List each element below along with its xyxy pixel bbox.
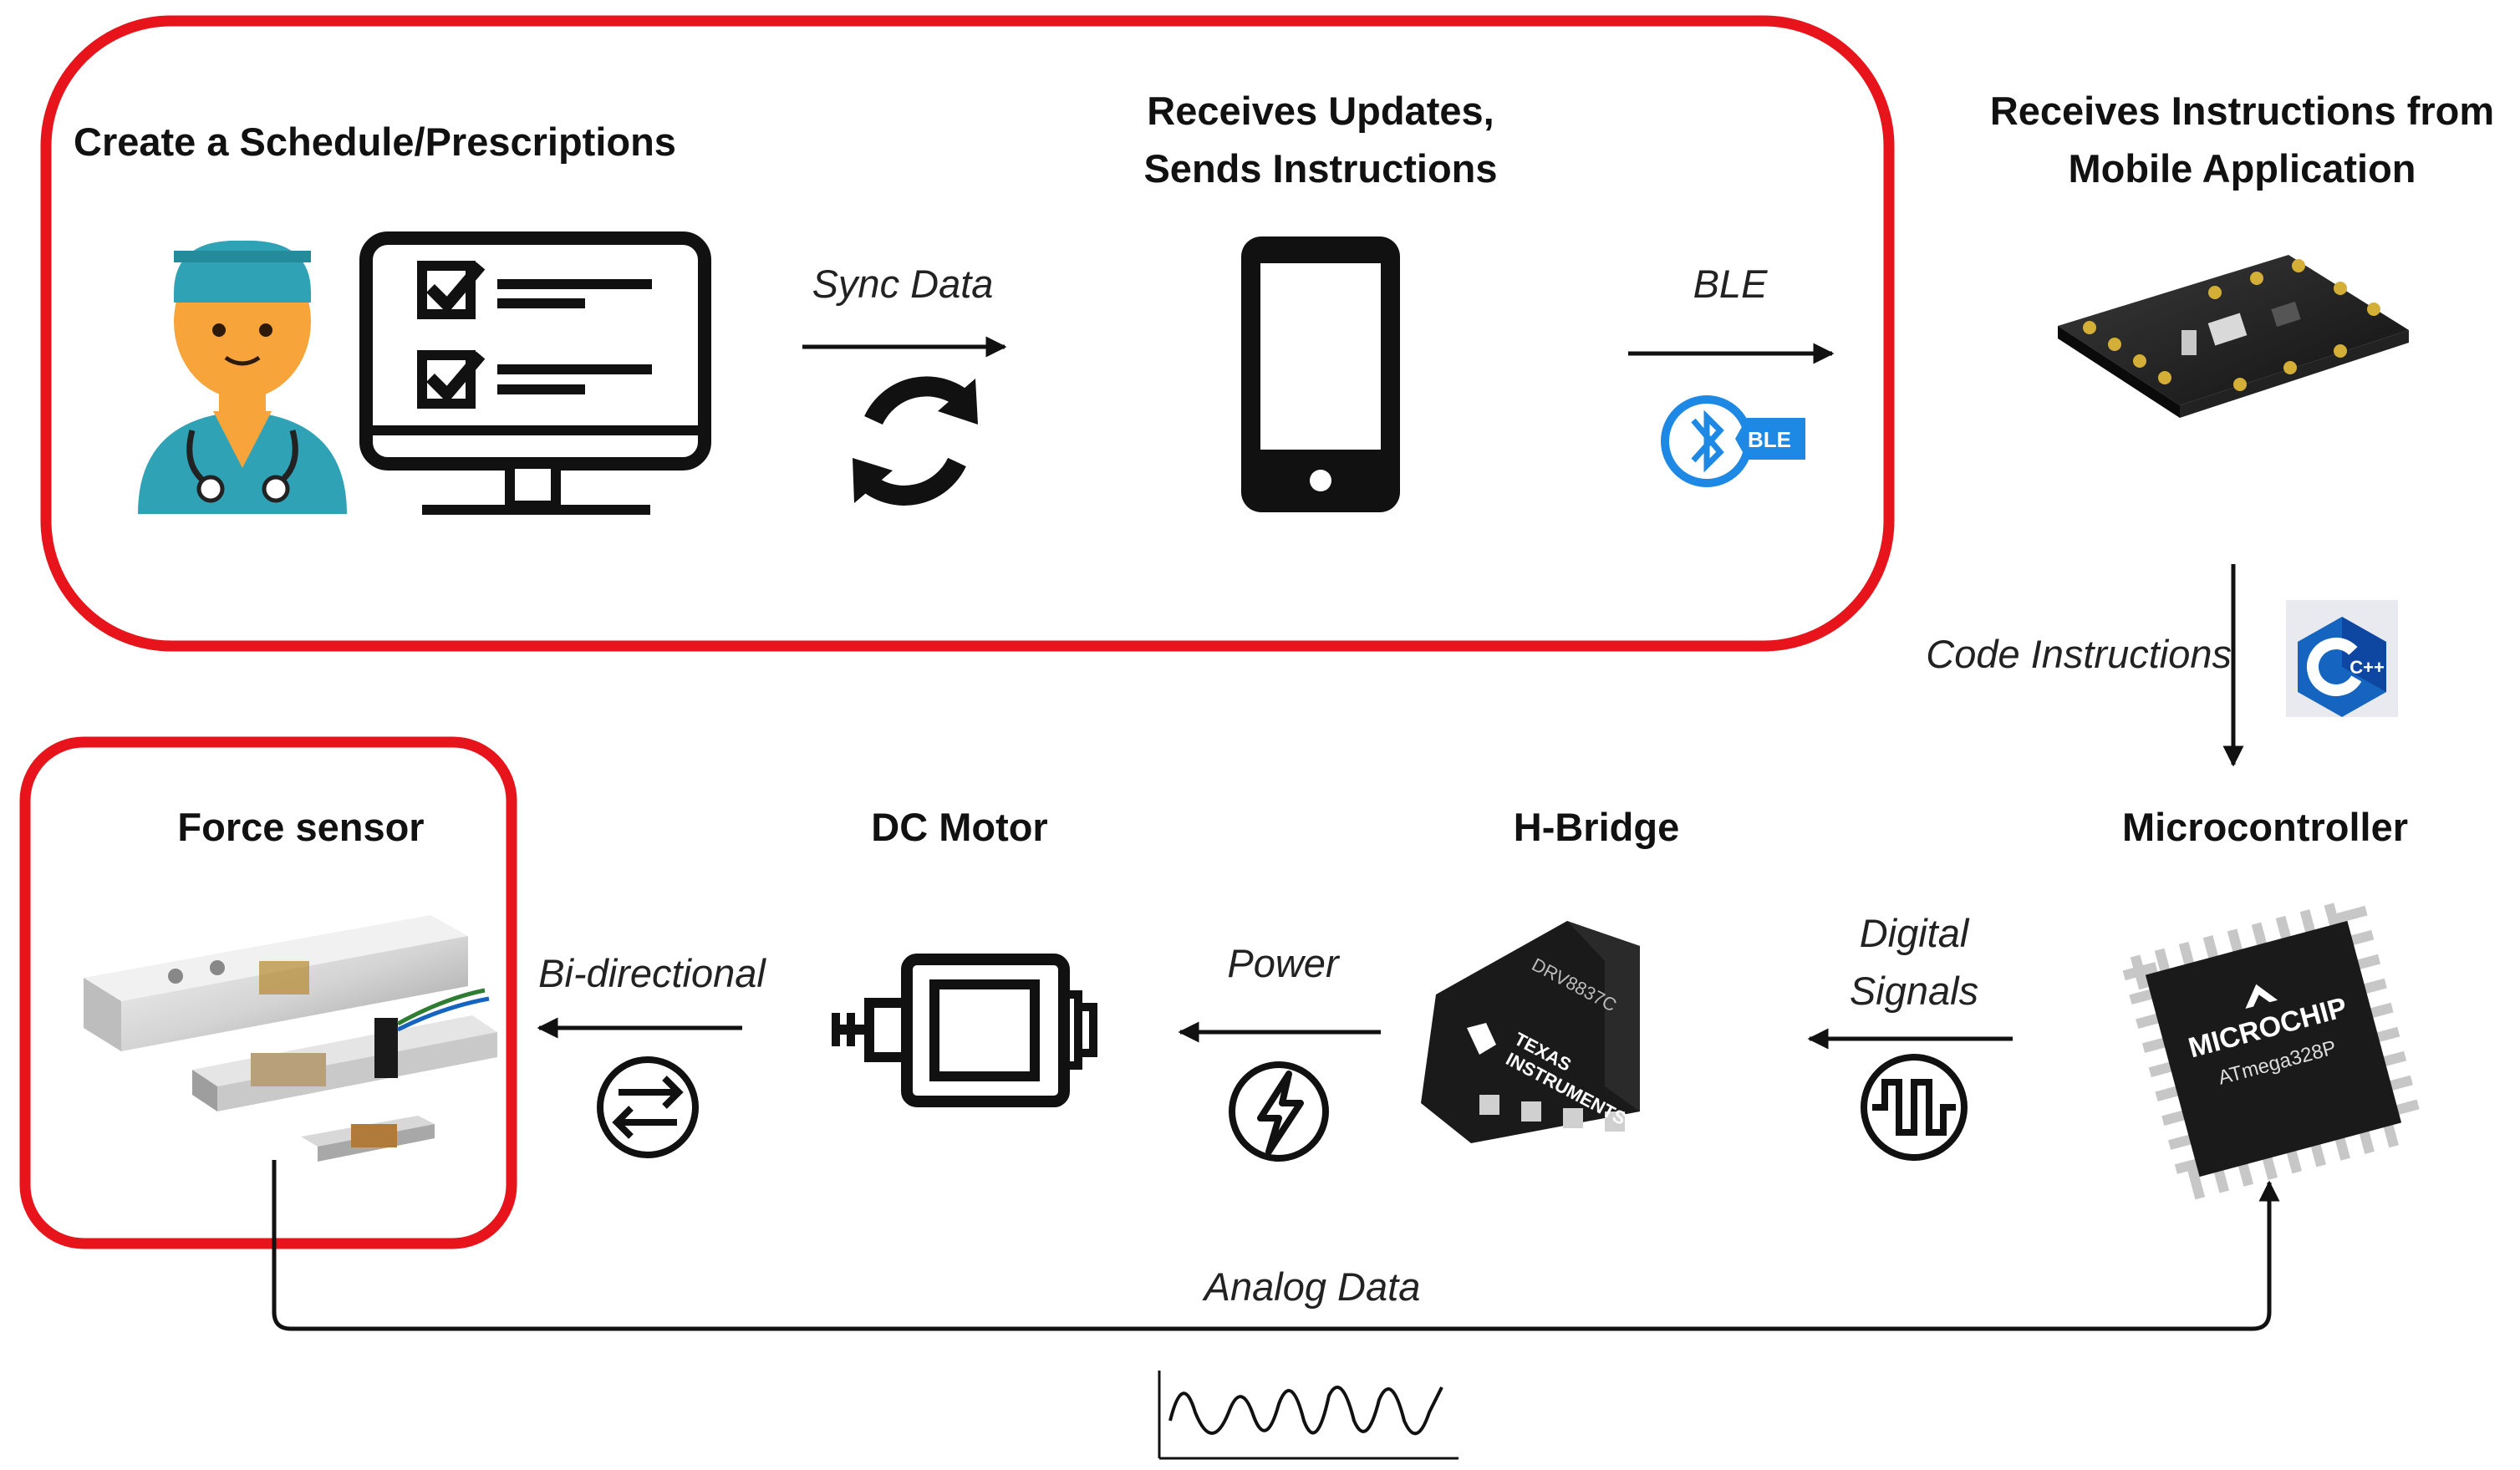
cpp-tag-text: C++ (2349, 657, 2385, 678)
heading-force-sensor: Force sensor (177, 805, 425, 849)
microchip-image: MICROCHIP ATmega328P (2122, 903, 2420, 1200)
ble-tag-text: BLE (1748, 427, 1791, 452)
label-sync-data: Sync Data (812, 262, 994, 306)
checklist-monitor-icon (359, 231, 711, 515)
highlight-frame-force-sensor (19, 736, 517, 1249)
waveform-icon (1158, 1371, 1459, 1460)
dc-motor-icon (832, 954, 1097, 1107)
heading-dc-motor: DC Motor (871, 805, 1048, 849)
smartphone-icon (1241, 237, 1400, 512)
label-digital-signals-line2: Signals (1849, 969, 1979, 1013)
heading-h-bridge: H-Bridge (1513, 805, 1680, 849)
doctor-icon (138, 240, 347, 514)
h-bridge-chip-image: DRV8837C TEXAS INSTRUMENTS (1421, 921, 1640, 1143)
heading-receives-updates-line2: Sends Instructions (1143, 146, 1498, 191)
cpp-logo-icon: C++ (2286, 600, 2398, 717)
heading-receives-instructions-line1: Receives Instructions from (1989, 89, 2495, 133)
label-digital-signals-line1: Digital (1859, 911, 1969, 955)
heading-receives-instructions: Receives Instructions from Mobile Applic… (1968, 82, 2516, 197)
label-power: Power (1227, 941, 1339, 985)
arrow-analog-data (272, 1160, 2280, 1331)
label-digital-signals: Digital Signals (1789, 904, 2039, 1020)
label-ble: BLE (1693, 262, 1768, 306)
bluetooth-icon: BLE (1661, 395, 1805, 487)
highlight-frame-top (40, 15, 1895, 652)
heading-create-schedule: Create a Schedule/Prescriptions (74, 120, 676, 164)
heading-microcontroller: Microcontroller (2121, 805, 2409, 849)
bidirectional-icon (597, 1056, 699, 1158)
heading-receives-updates: Receives Updates, Sends Instructions (1070, 82, 1571, 197)
heading-receives-instructions-line2: Mobile Application (2068, 146, 2416, 191)
label-bi-directional: Bi-directional (538, 951, 766, 995)
load-cell-image (84, 915, 497, 1162)
lightning-icon (1229, 1061, 1329, 1162)
sync-icon (853, 376, 978, 506)
label-analog-data: Analog Data (1204, 1264, 1421, 1309)
square-wave-icon (1861, 1054, 1968, 1161)
heading-receives-updates-line1: Receives Updates, (1147, 89, 1494, 133)
dev-board-image (2058, 255, 2409, 418)
label-code-instructions: Code Instructions (1926, 632, 2232, 676)
